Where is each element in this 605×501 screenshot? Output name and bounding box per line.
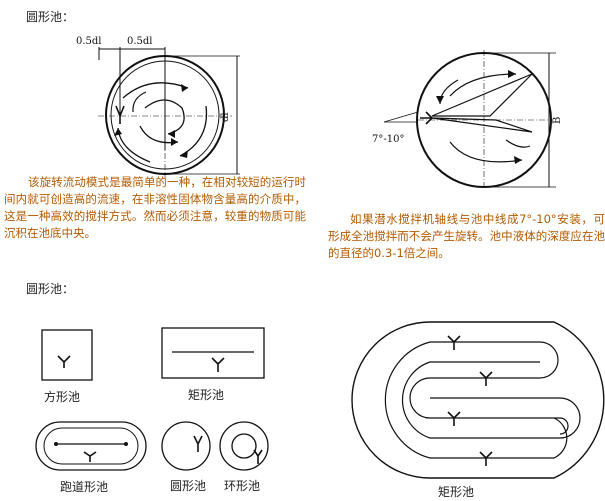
dim-label-right-side: B xyxy=(552,117,563,124)
label-square-pool: 方形池 xyxy=(44,390,81,404)
dim-label-left-side: dl xyxy=(220,112,231,122)
label-ring-pool: 环形池 xyxy=(224,479,261,493)
heading-circular-pool-middle: 圆形池： xyxy=(26,282,75,296)
dim-label-left-top-1: 0.5dl xyxy=(76,36,102,47)
description-angled-mixer: 如果潜水搅拌机轴线与池中线成7°-10°安装，可形成全池搅拌而不会产生旋转。池中… xyxy=(328,212,605,260)
label-rect-pool: 矩形池 xyxy=(188,388,225,402)
description-rotation-flow: 该旋转流动模式是最简单的一种，在相对较短的运行时间内就可创造高的流速，在非溶性固… xyxy=(4,175,306,240)
angle-label: 7°-10° xyxy=(372,134,404,145)
heading-circular-pool-top: 圆形池： xyxy=(26,10,75,24)
label-circle-pool: 圆形池 xyxy=(170,479,207,493)
dim-label-left-top-2: 0.5dl xyxy=(127,36,153,47)
label-racetrack-pool: 跑道形池 xyxy=(60,480,109,494)
label-serpentine-pool: 矩形池 xyxy=(438,485,475,499)
